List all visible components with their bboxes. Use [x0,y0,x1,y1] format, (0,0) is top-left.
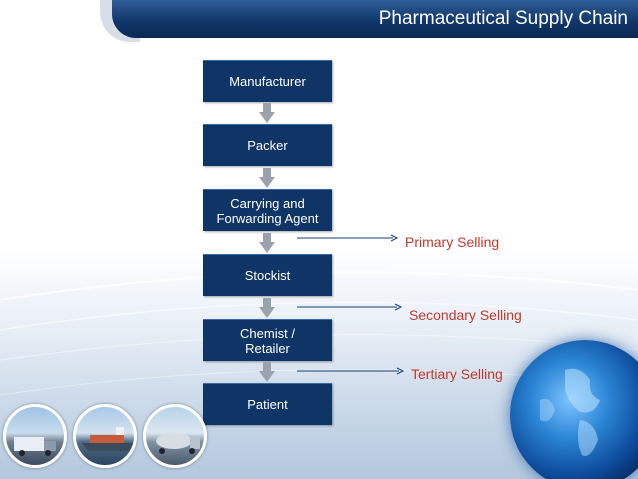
down-arrow-icon [259,233,275,253]
down-arrow-icon [259,298,275,318]
step-patient: Patient [203,383,332,425]
tertiary-selling-arrow [297,367,405,375]
secondary-selling-label: Secondary Selling [409,307,522,323]
down-arrow-icon [259,103,275,123]
ship-image [73,404,137,468]
step-chemist-retailer: Chemist / Retailer [203,319,332,361]
globe-image [510,340,638,479]
primary-selling-label: Primary Selling [405,234,500,250]
tanker-truck-image [143,404,207,468]
secondary-selling-arrow [297,303,403,311]
tertiary-selling-label: Tertiary Selling [411,366,503,382]
step-manufacturer: Manufacturer [203,60,332,102]
down-arrow-icon [259,168,275,188]
page-title: Pharmaceutical Supply Chain [378,8,628,29]
step-cfa: Carrying and Forwarding Agent [203,189,332,231]
step-stockist: Stockist [203,254,332,296]
down-arrow-icon [259,362,275,382]
step-packer: Packer [203,124,332,166]
header-bar: Pharmaceutical Supply Chain [112,0,638,38]
primary-selling-arrow [297,234,399,242]
truck-image [3,404,67,468]
